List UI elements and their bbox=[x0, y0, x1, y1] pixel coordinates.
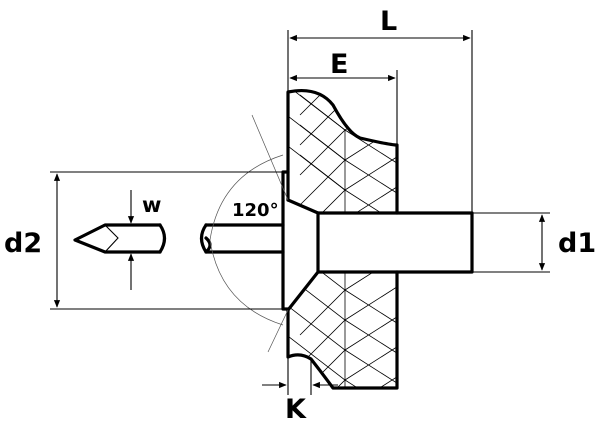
label-d1: d1 bbox=[558, 228, 596, 259]
rivet-head bbox=[286, 198, 320, 312]
angle-arc bbox=[209, 154, 284, 326]
label-angle: 120° bbox=[232, 200, 279, 221]
rivet-head-face bbox=[281, 170, 290, 311]
upper-sheet-outline bbox=[286, 88, 399, 215]
label-w: w bbox=[142, 193, 161, 217]
rivet-body bbox=[316, 211, 474, 274]
mandrel-stem bbox=[204, 223, 285, 254]
mandrel-break-left bbox=[199, 223, 212, 254]
mandrel-tip-groove bbox=[104, 224, 119, 253]
label-E: E bbox=[330, 49, 348, 80]
mandrel-break-right bbox=[158, 223, 167, 254]
angle-line-lower bbox=[267, 309, 289, 353]
mandrel-tip bbox=[73, 223, 162, 254]
label-d2: d2 bbox=[4, 228, 42, 259]
label-K: K bbox=[285, 394, 307, 425]
angle-line-upper bbox=[251, 114, 289, 201]
label-L: L bbox=[380, 6, 397, 37]
